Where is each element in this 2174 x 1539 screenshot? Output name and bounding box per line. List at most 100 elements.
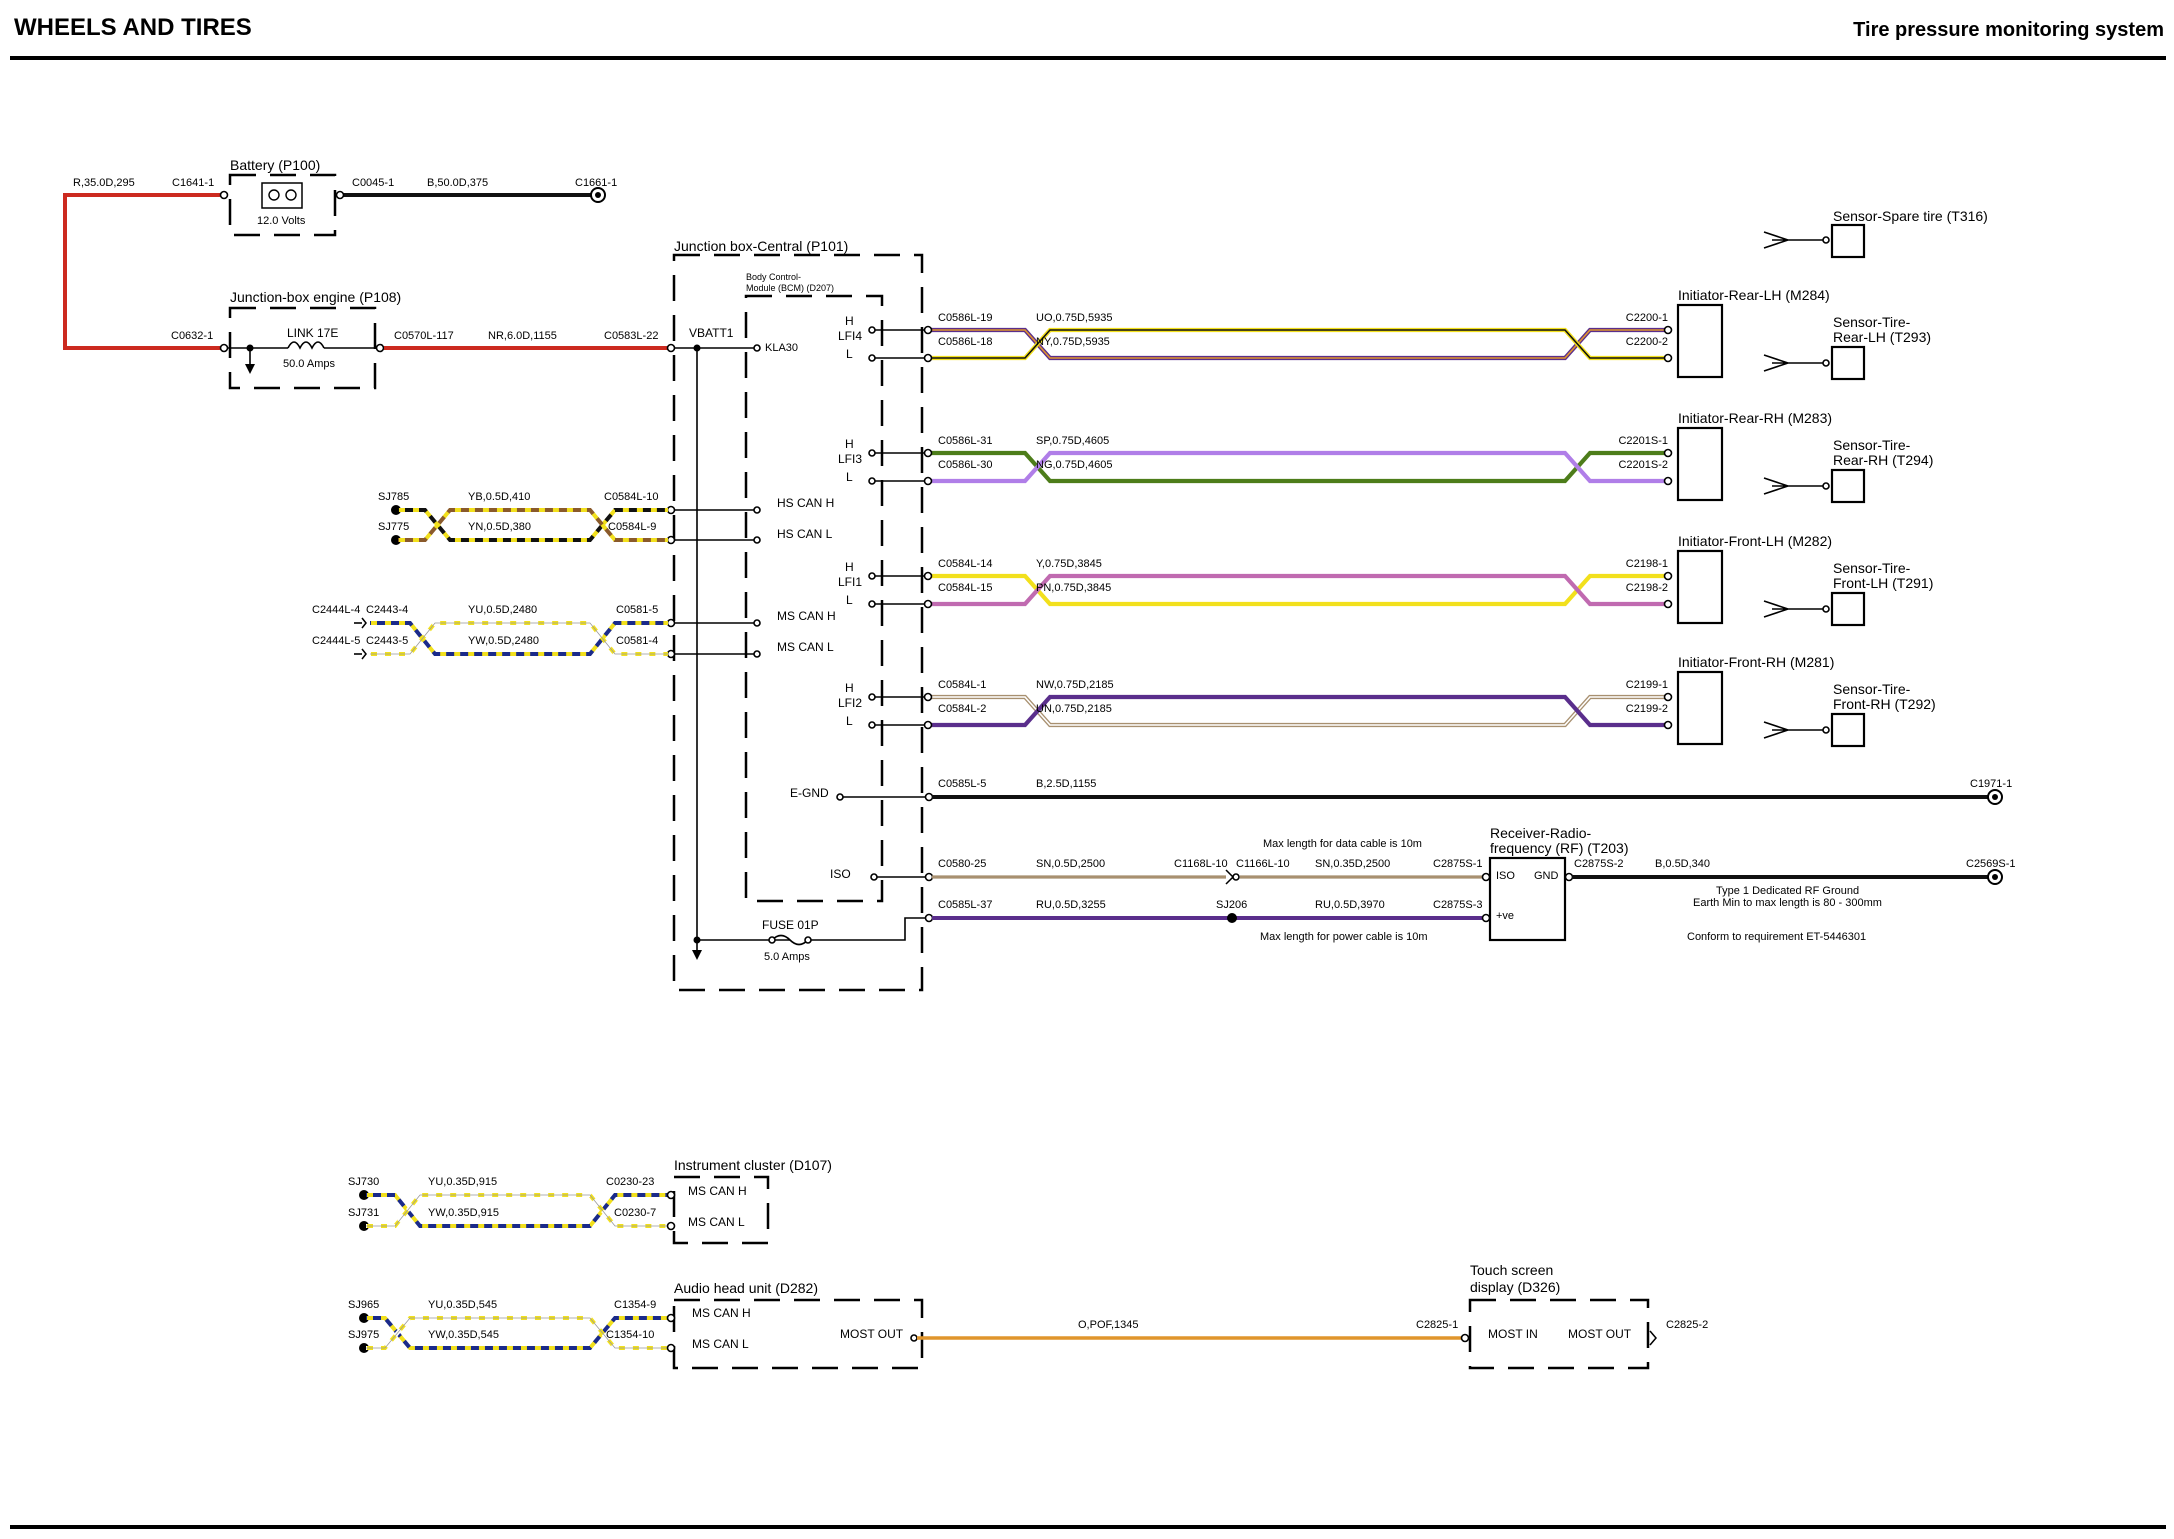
ground-arrow-icon	[245, 364, 255, 374]
sj206-label: SJ206	[1216, 899, 1247, 911]
initiator-label: Initiator-Front-RH (M281)	[1678, 654, 1834, 670]
tire-sensor-box	[1830, 712, 1866, 748]
c0584-10-label: C0584L-10	[604, 491, 658, 503]
bcm-label: Body Control-	[746, 272, 801, 282]
initiator-l-connector: C2198-2	[1626, 582, 1668, 594]
feed-wire-label: NR,6.0D,1155	[488, 330, 557, 342]
antenna-icon	[1763, 477, 1826, 495]
instrument-cluster-box	[672, 1175, 770, 1245]
lfi-l-label: L	[846, 347, 853, 361]
ic-l-wire-label: YW,0.35D,915	[428, 1207, 499, 1219]
bcm-l-connector: C0586L-18	[938, 336, 992, 348]
antenna-icon	[1763, 354, 1826, 372]
hs-l-wire-label: YN,0.5D,380	[468, 521, 531, 533]
most-wire-label: O,POF,1345	[1078, 1319, 1139, 1331]
pin-icon	[219, 343, 229, 353]
iso-label: ISO	[830, 867, 851, 881]
pin-icon	[219, 190, 229, 200]
sj785-label: SJ785	[378, 491, 409, 503]
touch-screen-label: display (D326)	[1470, 1279, 1560, 1295]
jb-central-box	[672, 253, 924, 992]
initiator-h-connector: C2199-1	[1626, 679, 1668, 691]
spare-sensor-label: Sensor-Spare tire (T316)	[1833, 208, 1988, 224]
c0584-9-label: C0584L-9	[608, 521, 656, 533]
pwr-wire2-label: RU,0.5D,3970	[1315, 899, 1385, 911]
gnd-wire-label: B,2.5D,1155	[1036, 778, 1096, 790]
c0583-label: C0583L-22	[604, 330, 658, 342]
initiator-h-wire	[928, 573, 1665, 607]
battery-label: Battery (P100)	[230, 157, 320, 173]
ts-most-out: MOST OUT	[1568, 1327, 1632, 1341]
rf-note: Conform to requirement ET-5446301	[1687, 931, 1866, 943]
tire-sensor-box	[1830, 591, 1866, 627]
pin-icon	[375, 343, 385, 353]
c2875-3-label: C2875S-3	[1433, 899, 1483, 911]
c2825-1-label: C2825-1	[1416, 1319, 1458, 1331]
kla30-label: KLA30	[765, 342, 798, 354]
hs-can-l-label: HS CAN L	[777, 527, 833, 541]
lfi-label: LFI4	[838, 329, 862, 343]
bcm-h-connector: C0584L-14	[938, 558, 992, 570]
hs-h-wire-label: YB,0.5D,410	[468, 491, 530, 503]
initiator-circuit: HLFI3LC0586L-31C0586L-30SP,0.75D,4605NG,…	[838, 410, 1933, 504]
pwr-wire1-label: RU,0.5D,3255	[1036, 899, 1106, 911]
max-power-note: Max length for power cable is 10m	[1260, 931, 1428, 943]
l-wire-label: NY,0.75D,5935	[1036, 336, 1110, 348]
tire-sensor-label: Sensor-Tire-	[1833, 437, 1911, 453]
bcm-h-connector: C0586L-19	[938, 312, 992, 324]
jb-engine-label: Junction-box engine (P108)	[230, 289, 401, 305]
c2569-label: C2569S-1	[1966, 858, 2016, 870]
ms-can-harness: C2444L-4 C2443-4 C2444L-5 C2443-5 YU,0.5…	[312, 604, 668, 660]
h-wire-label: SP,0.75D,4605	[1036, 435, 1109, 447]
touch-screen-label: Touch screen	[1470, 1262, 1553, 1278]
ground-ring-icon	[595, 192, 601, 198]
pin-icon	[666, 343, 676, 353]
initiator-box	[1676, 549, 1724, 625]
fuse-rating: 5.0 Amps	[764, 951, 810, 963]
c1166-label: C1166L-10	[1236, 858, 1290, 870]
ms-can-h-label: MS CAN H	[777, 609, 836, 623]
l-wire-label: UN,0.75D,2185	[1036, 703, 1112, 715]
initiator-box	[1676, 426, 1724, 502]
central-junction-box: Junction box-Central (P101) Body Control…	[666, 238, 926, 992]
iso-wire1-label: SN,0.5D,2500	[1036, 858, 1105, 870]
tire-sensor-label: Sensor-Tire-	[1833, 560, 1911, 576]
bcm-h-connector: C0584L-1	[938, 679, 986, 691]
c1168-label: C1168L-10	[1174, 858, 1228, 870]
tire-sensor-box	[1830, 468, 1866, 504]
ms-h-wire-label: YU,0.5D,2480	[468, 604, 537, 616]
page-title: WHEELS AND TIRES	[14, 14, 252, 41]
receiver-label: frequency (RF) (T203)	[1490, 840, 1628, 856]
lfi-label: LFI1	[838, 575, 862, 589]
audio-head-unit-box	[672, 1298, 924, 1370]
initiator-label: Initiator-Front-LH (M282)	[1678, 533, 1832, 549]
c0581-4-label: C0581-4	[616, 635, 658, 647]
initiator-circuit: HLFI4LC0586L-19C0586L-18UO,0.75D,5935NY,…	[838, 287, 1931, 381]
page-subtitle: Tire pressure monitoring system	[1853, 19, 2164, 41]
audio-head-unit-label: Audio head unit (D282)	[674, 1280, 818, 1296]
c2443-4-label: C2443-4	[366, 604, 408, 616]
connector-icon	[361, 648, 367, 660]
initiator-l-wire	[928, 694, 1665, 728]
receiver-gnd-pin: GND	[1534, 870, 1559, 882]
c1641-label: C1641-1	[172, 177, 214, 189]
battery-voltage: 12.0 Volts	[257, 215, 306, 227]
battery-box	[228, 173, 337, 237]
c0230-7-label: C0230-7	[614, 1207, 656, 1219]
initiator-l-connector: C2200-2	[1626, 336, 1668, 348]
initiator-h-wire	[928, 450, 1665, 484]
ms-l-wire-label: YW,0.5D,2480	[468, 635, 539, 647]
initiator-label: Initiator-Rear-RH (M283)	[1678, 410, 1832, 426]
instrument-cluster-label: Instrument cluster (D107)	[674, 1157, 832, 1173]
jb-central-label: Junction box-Central (P101)	[674, 238, 848, 254]
c2825-2-label: C2825-2	[1666, 1319, 1708, 1331]
bcm-label: Module (BCM) (D207)	[746, 283, 834, 293]
c0585-37-label: C0585L-37	[938, 899, 992, 911]
initiator-h-connector: C2201S-1	[1618, 435, 1668, 447]
tire-sensor-label: Rear-RH (T294)	[1833, 452, 1933, 468]
c0632-label: C0632-1	[171, 330, 213, 342]
tire-sensor-label: Sensor-Tire-	[1833, 681, 1911, 697]
c1354-10-label: C1354-10	[606, 1329, 654, 1341]
rf-note: Type 1 Dedicated RF Ground	[1716, 885, 1859, 897]
max-data-note: Max length for data cable is 10m	[1263, 838, 1422, 850]
